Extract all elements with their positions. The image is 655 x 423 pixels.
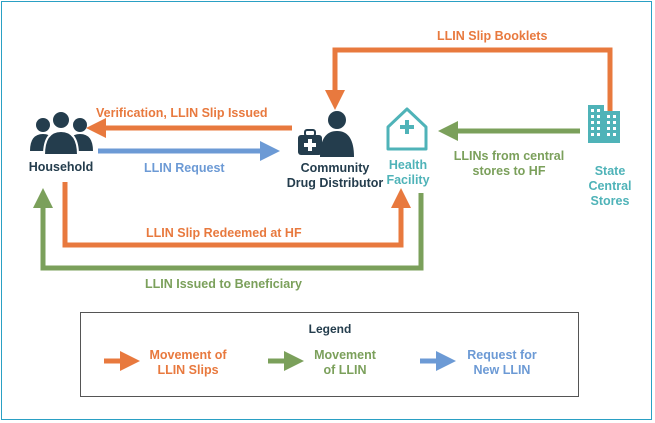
label-slip-booklets: LLIN Slip Booklets xyxy=(437,29,548,43)
node-health-facility-label: Health Facility xyxy=(386,158,430,187)
node-household-label: Household xyxy=(28,160,94,174)
legend-item-llin: Movement of LLIN xyxy=(314,348,376,377)
label-verification: Verification, LLIN Slip Issued xyxy=(96,106,268,120)
label-slip-redeemed: LLIN Slip Redeemed at HF xyxy=(146,226,302,240)
legend-box xyxy=(80,312,579,397)
people-group-icon xyxy=(30,110,93,156)
legend-item-request: Request for New LLIN xyxy=(467,348,537,377)
node-cdd-label: Community Drug Distributor xyxy=(286,161,384,190)
label-llins-from-central: LLINs from central stores to HF xyxy=(453,149,565,178)
legend-title: Legend xyxy=(308,322,352,336)
health-worker-icon xyxy=(298,111,354,157)
label-llin-issued: LLIN Issued to Beneficiary xyxy=(145,277,302,291)
buildings-icon xyxy=(588,105,620,143)
arrow-slip-redeemed xyxy=(62,182,411,248)
arrow-llin-issued xyxy=(33,188,424,271)
legend-item-slips: Movement of LLIN Slips xyxy=(149,348,227,377)
arrow-slip-booklets xyxy=(325,47,613,117)
label-llin-request: LLIN Request xyxy=(144,161,225,175)
node-state-stores-label: State Central Stores xyxy=(588,164,632,208)
health-facility-icon xyxy=(386,107,428,151)
